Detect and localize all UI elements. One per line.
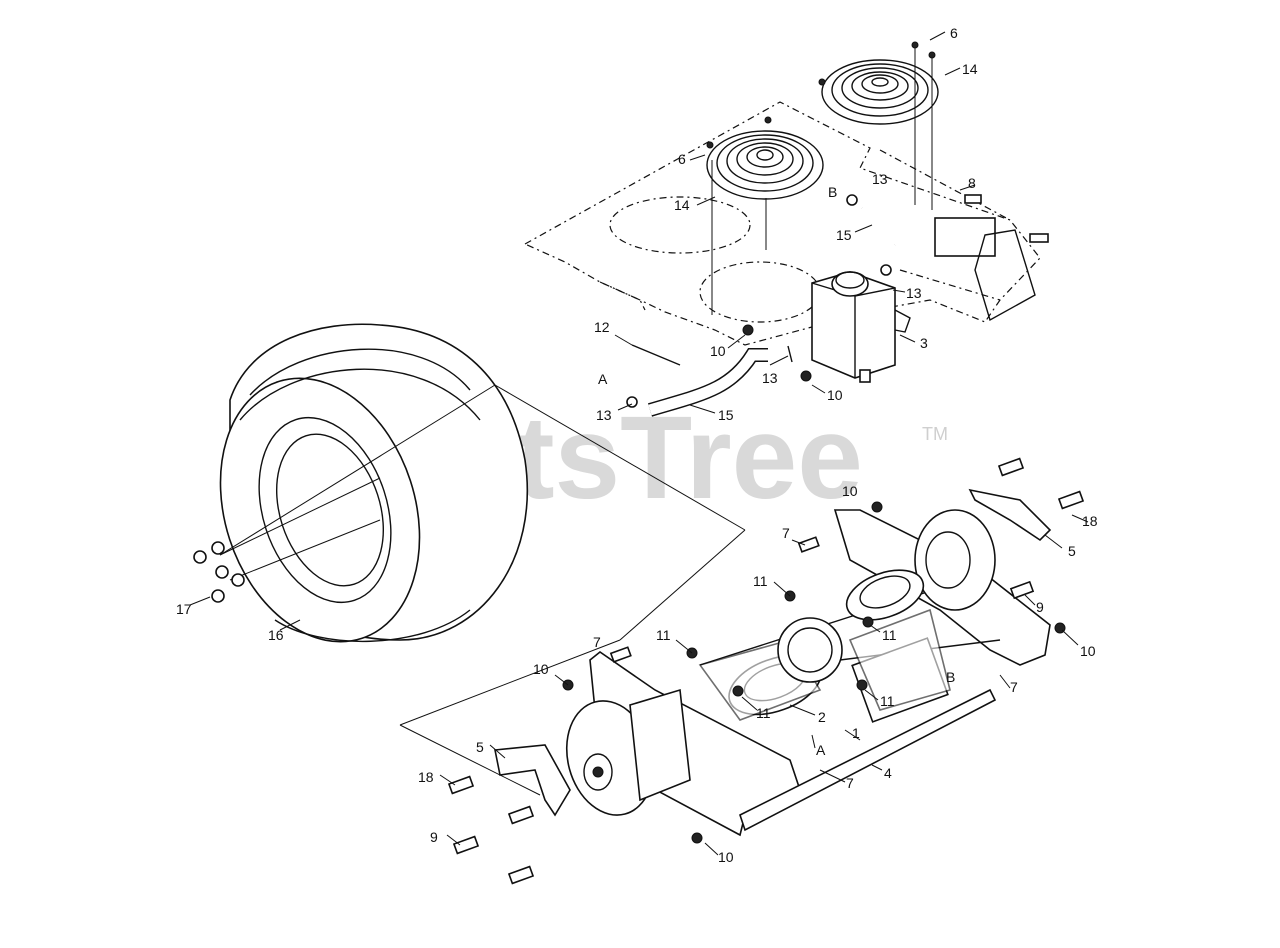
fan-screen-left [706,130,824,315]
callout-13: 13 [906,285,922,301]
callout-11: 11 [656,627,671,643]
callout-9: 9 [430,829,438,845]
callout-4: 4 [884,765,892,781]
callout-5: 5 [1068,543,1076,559]
callout-A: A [598,371,608,387]
callout-14: 14 [962,61,978,77]
callout-15: 15 [836,227,852,243]
callout-3: 3 [920,335,928,351]
callout-11: 11 [753,573,768,589]
callout-12: 12 [594,319,610,335]
frame-outline [523,101,1041,346]
callout-18: 18 [1082,513,1098,529]
callout-16: 16 [268,627,284,643]
reservoir-tank [811,271,911,383]
callout-6: 6 [950,25,958,41]
fan-screen-right [821,45,939,210]
watermark-trademark: TM [922,424,948,444]
callout-10: 10 [533,661,549,677]
callout-8: 8 [968,175,976,191]
callout-B: B [946,669,955,685]
assembly-box-outline [219,384,746,796]
callout-A: A [816,742,826,758]
hoses [626,194,901,417]
callout-5: 5 [476,739,484,755]
callout-1: 1 [852,725,860,741]
leader-lines-lower [189,514,1089,856]
callout-2: 2 [818,709,826,725]
callout-13: 13 [872,171,888,187]
tire [219,323,529,643]
callout-labels: 6 14 6 14 B 13 8 15 13 3 12 10 13 10 A 1… [176,25,1098,865]
callout-6: 6 [678,151,686,167]
rod [631,344,681,366]
callout-7: 7 [593,634,601,650]
callout-10: 10 [827,387,843,403]
callout-13: 13 [596,407,612,423]
callout-9: 9 [1036,599,1044,615]
bolts-lower [447,457,1085,885]
callout-13: 13 [762,370,778,386]
callout-10: 10 [710,343,726,359]
callout-11: 11 [880,693,895,709]
lug-nuts [193,541,245,603]
callout-7: 7 [1010,679,1018,695]
leader-lines-upper [614,31,976,414]
brackets [494,488,1052,817]
callout-10: 10 [1080,643,1096,659]
callout-18: 18 [418,769,434,785]
callout-10: 10 [842,483,858,499]
callout-10: 10 [718,849,734,865]
callout-7: 7 [782,525,790,541]
callout-11: 11 [882,627,897,643]
callout-7: 7 [846,775,854,791]
callout-B: B [828,184,837,200]
fasteners-upper [706,41,1049,382]
callout-15: 15 [718,407,734,423]
callout-17: 17 [176,601,192,617]
transaxle-right [777,509,996,711]
callout-14: 14 [674,197,690,213]
callout-11: 11 [756,705,771,721]
